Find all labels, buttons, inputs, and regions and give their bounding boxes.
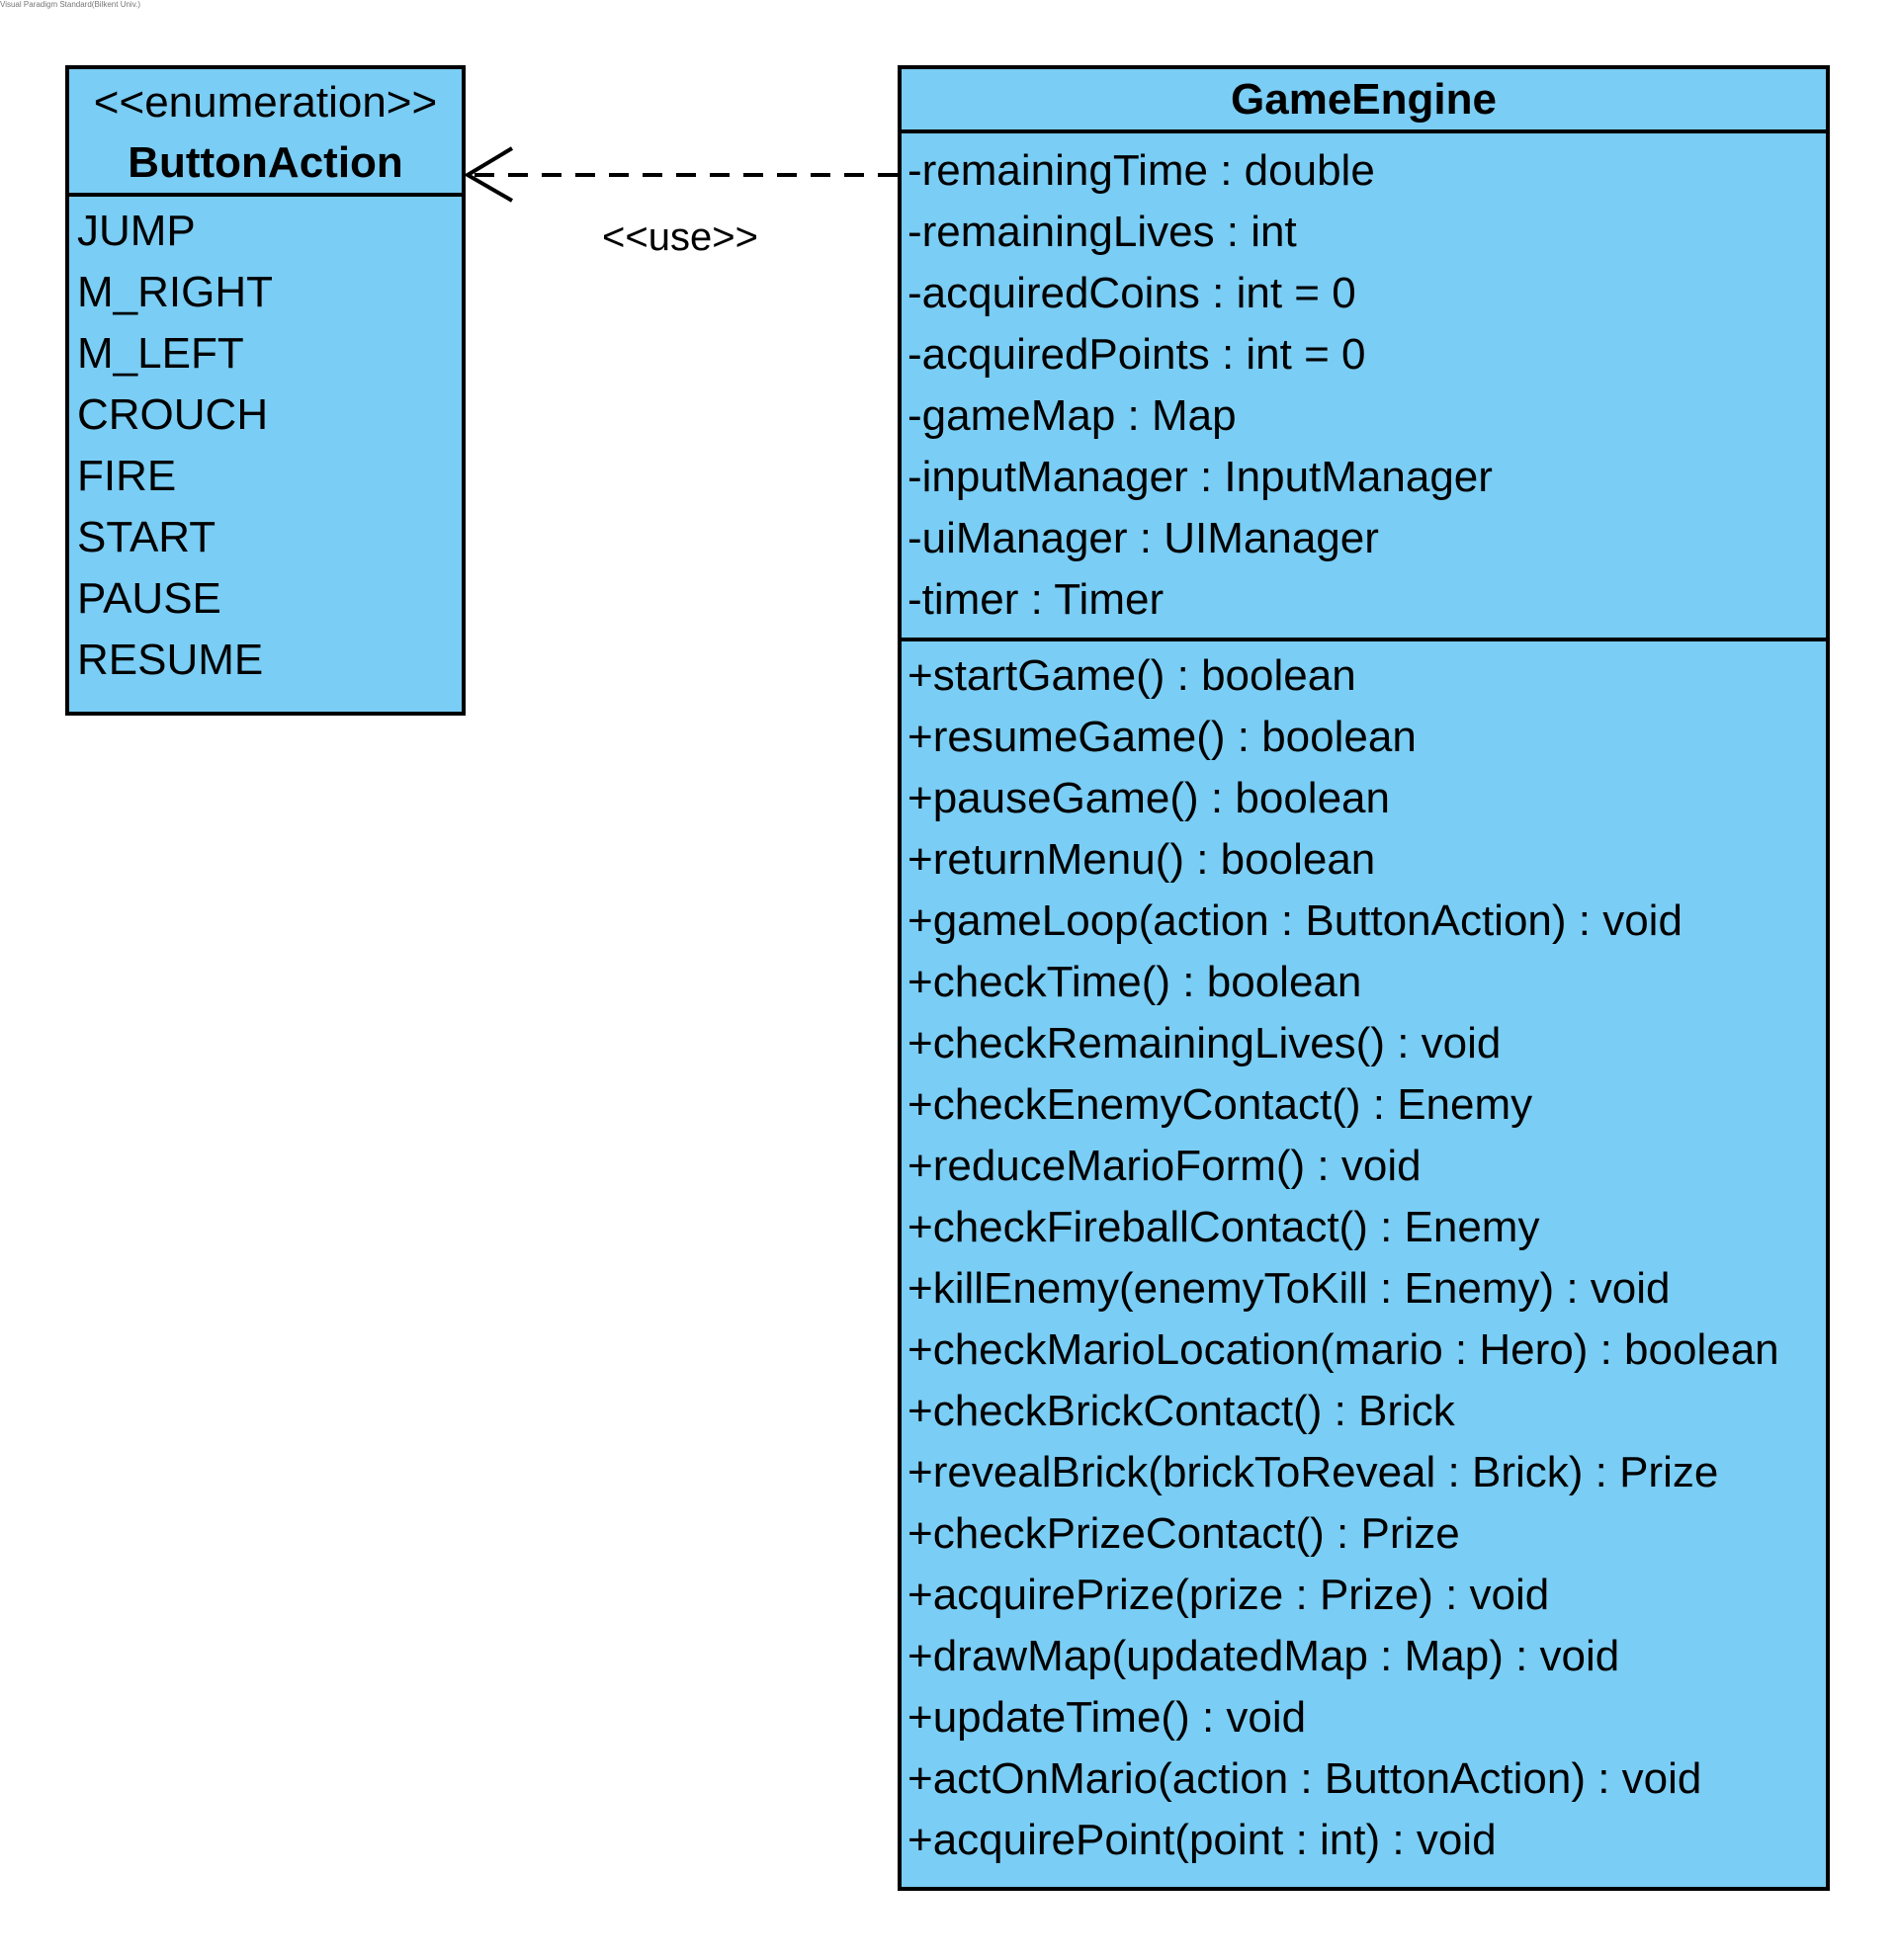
attributes-section: -remainingTime : double -remainingLives … — [902, 133, 1826, 641]
watermark-text: Visual Paradigm Standard(Bilkent Univ.) — [0, 0, 140, 9]
attribute-row: -remainingTime : double — [907, 146, 1375, 195]
operation-row: +acquirePoint(point : int) : void — [907, 1816, 1497, 1864]
enum-class-name: ButtonAction — [128, 138, 403, 187]
operation-row: +reduceMarioForm() : void — [907, 1142, 1422, 1190]
operation-row: +checkFireballContact() : Enemy — [907, 1203, 1540, 1251]
enum-class-buttonaction[interactable]: <<enumeration>> ButtonAction JUMP M_RIGH… — [65, 65, 466, 716]
operation-row: +pauseGame() : boolean — [907, 774, 1390, 822]
enum-literal: START — [77, 513, 216, 561]
enum-literal: CROUCH — [77, 390, 269, 439]
operation-row: +checkPrizeContact() : Prize — [907, 1509, 1460, 1558]
operation-row: +gameLoop(action : ButtonAction) : void — [907, 896, 1682, 945]
class-name: GameEngine — [1231, 75, 1497, 124]
enum-literal: RESUME — [77, 636, 264, 684]
operation-row: +checkEnemyContact() : Enemy — [907, 1080, 1533, 1129]
enum-class-header: <<enumeration>> ButtonAction — [69, 69, 462, 197]
dependency-label: <<use>> — [602, 215, 758, 259]
attribute-row: -timer : Timer — [907, 575, 1165, 624]
operation-row: +acquirePrize(prize : Prize) : void — [907, 1571, 1550, 1619]
enum-literal: M_RIGHT — [77, 268, 273, 316]
enum-literal: M_LEFT — [77, 329, 244, 378]
operation-row: +drawMap(updatedMap : Map) : void — [907, 1632, 1620, 1680]
operation-row: +returnMenu() : boolean — [907, 835, 1376, 884]
class-header: GameEngine — [902, 69, 1826, 133]
enum-literal: FIRE — [77, 452, 177, 500]
class-gameengine[interactable]: GameEngine -remainingTime : double -rema… — [898, 65, 1830, 1891]
operation-row: +updateTime() : void — [907, 1693, 1307, 1742]
operation-row: +actOnMario(action : ButtonAction) : voi… — [907, 1754, 1702, 1803]
operation-row: +killEnemy(enemyToKill : Enemy) : void — [907, 1264, 1671, 1313]
operations-section: +startGame() : boolean +resumeGame() : b… — [902, 641, 1826, 1871]
operation-row: +checkMarioLocation(mario : Hero) : bool… — [907, 1325, 1779, 1374]
operation-row: +revealBrick(brickToReveal : Brick) : Pr… — [907, 1448, 1719, 1496]
operation-row: +checkRemainingLives() : void — [907, 1019, 1502, 1067]
enum-literal: PAUSE — [77, 574, 221, 623]
attribute-row: -acquiredCoins : int = 0 — [907, 269, 1356, 317]
enum-literal: JUMP — [77, 207, 196, 255]
attribute-row: -acquiredPoints : int = 0 — [907, 330, 1366, 379]
operation-row: +resumeGame() : boolean — [907, 713, 1417, 761]
attribute-row: -uiManager : UIManager — [907, 514, 1379, 562]
operation-row: +checkBrickContact() : Brick — [907, 1387, 1455, 1435]
attribute-row: -gameMap : Map — [907, 391, 1237, 440]
enum-stereotype: <<enumeration>> — [93, 78, 438, 127]
attribute-row: -remainingLives : int — [907, 208, 1297, 256]
operation-row: +startGame() : boolean — [907, 651, 1356, 700]
attribute-row: -inputManager : InputManager — [907, 453, 1493, 501]
open-arrowhead — [464, 146, 514, 203]
operation-row: +checkTime() : boolean — [907, 958, 1362, 1006]
enum-literals-section: JUMP M_RIGHT M_LEFT CROUCH FIRE START PA… — [69, 197, 462, 691]
